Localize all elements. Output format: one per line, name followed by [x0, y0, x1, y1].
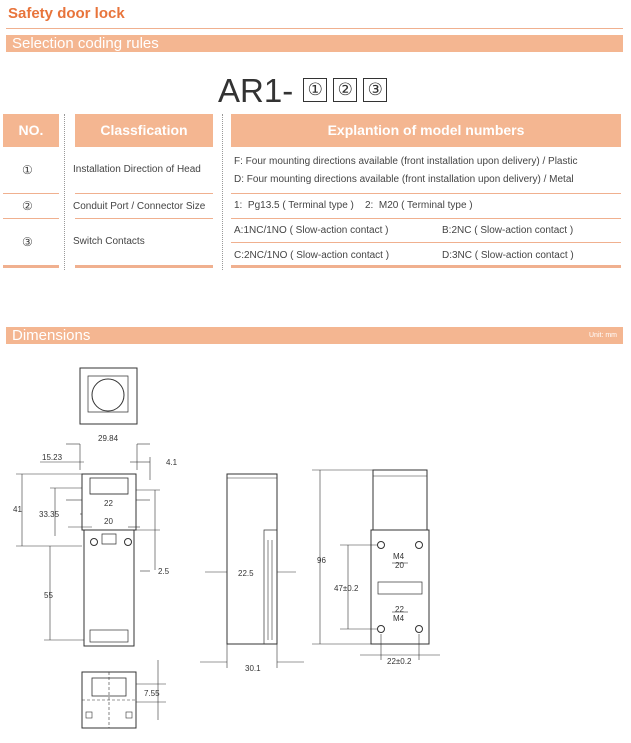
- contact-b: B:2NC ( Slow-action contact ): [442, 225, 574, 236]
- dim-4-1: 4.1: [166, 458, 178, 467]
- dim-96: 96: [317, 556, 326, 565]
- row-rule: [3, 218, 59, 219]
- header-no: NO.: [3, 114, 59, 147]
- row-2-line-1: 1: Pg13.5 ( Terminal type ) 2: M20 ( Ter…: [234, 200, 473, 211]
- dim-22-5: 22.5: [238, 569, 254, 578]
- model-box-3: ③: [363, 78, 388, 103]
- table-bottom-rule: [75, 265, 213, 268]
- dim-15-23: 15.23: [42, 453, 63, 462]
- row-1-line-2: D: Four mounting directions available (f…: [234, 174, 574, 185]
- model-box-2: ②: [333, 78, 358, 103]
- table-bottom-rule: [231, 265, 621, 268]
- row-rule: [3, 193, 59, 194]
- header-classification: Classfication: [75, 114, 213, 147]
- dim-33-35: 33.35: [39, 510, 60, 519]
- table-bottom-rule: [3, 265, 59, 268]
- label-20: 20: [395, 561, 404, 570]
- row-rule: [231, 218, 621, 219]
- dim-41: 41: [13, 505, 22, 514]
- dim-30-1: 30.1: [245, 664, 261, 673]
- contact-a: A:1NC/1NO ( Slow-action contact ): [234, 225, 389, 236]
- side-view: [226, 473, 278, 645]
- dim-7-55: 7.55: [144, 689, 160, 698]
- title-divider: [6, 28, 623, 29]
- dim-20: 20: [104, 517, 113, 526]
- dim-29-84: 29.84: [98, 434, 119, 443]
- dimensions-band: Dimensions Unit: mm: [6, 327, 623, 344]
- front-view: [81, 473, 137, 647]
- dim-22-tol: 22±0.2: [387, 657, 412, 666]
- row-rule: [231, 193, 621, 194]
- column-divider: [222, 114, 223, 270]
- dim-55: 55: [44, 591, 53, 600]
- bottom-view: [81, 671, 137, 729]
- top-view-outline: [79, 367, 138, 425]
- page-title: Safety door lock: [8, 5, 125, 22]
- contact-d: D:3NC ( Slow-action contact ): [442, 250, 574, 261]
- row-rule: [75, 193, 213, 194]
- row-1-no: ①: [22, 163, 33, 177]
- selection-band: Selection coding rules: [6, 35, 623, 52]
- row-rule: [75, 218, 213, 219]
- dimensions-band-title: Dimensions: [12, 327, 91, 344]
- header-explanation: Explantion of model numbers: [231, 114, 621, 147]
- row-2-classification: Conduit Port / Connector Size: [73, 201, 206, 212]
- row-1-classification: Installation Direction of Head: [73, 164, 201, 175]
- dim-2-5: 2.5: [158, 567, 170, 576]
- selection-band-title: Selection coding rules: [12, 35, 159, 52]
- top-view-circle: [91, 378, 125, 412]
- dim-47: 47±0.2: [334, 584, 359, 593]
- contact-c: C:2NC/1NO ( Slow-action contact ): [234, 250, 390, 261]
- row-rule: [231, 242, 621, 243]
- model-prefix: AR1-: [218, 72, 294, 109]
- label-m4-top: M4: [393, 552, 405, 561]
- dim-22: 22: [104, 499, 113, 508]
- row-3-no: ③: [22, 235, 33, 249]
- row-1-line-1: F: Four mounting directions available (f…: [234, 156, 578, 167]
- unit-label: Unit: mm: [589, 332, 617, 339]
- label-m4-bottom: M4: [393, 614, 405, 623]
- row-2-no: ②: [22, 199, 33, 213]
- column-divider: [64, 114, 65, 270]
- model-box-1: ①: [303, 78, 328, 103]
- row-3-classification: Switch Contacts: [73, 236, 145, 247]
- label-22: 22: [395, 605, 404, 614]
- rear-view: [370, 469, 430, 645]
